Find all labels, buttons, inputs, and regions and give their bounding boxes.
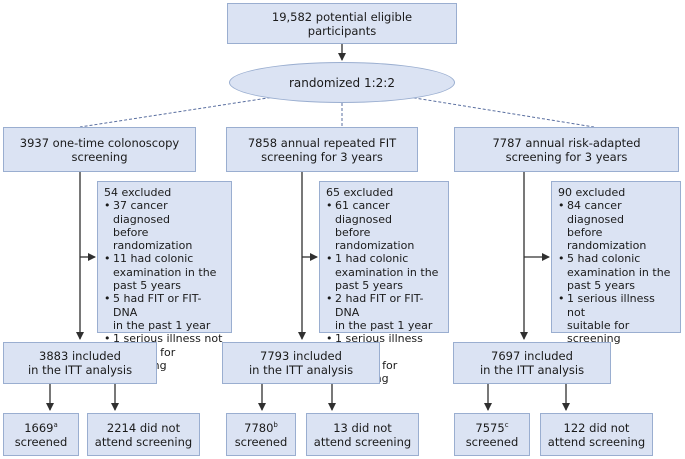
excluded-2-title: 65 excluded xyxy=(326,186,394,199)
dashed-line-arm-1 xyxy=(79,92,301,128)
arm-1-line-2: screening xyxy=(71,149,128,164)
included-1-line-1: 3883 included xyxy=(39,349,121,363)
arm-1-line-1: 3937 one-time colonoscopy xyxy=(19,135,180,150)
arm-2-line-1: 7858 annual repeated FIT xyxy=(247,135,397,150)
arm-2-line-2: screening for 3 years xyxy=(261,149,383,164)
arm-box-repeated-fit: 7858 annual repeated FIT screening for 3… xyxy=(226,127,418,172)
included-box-colonoscopy: 3883 included in the ITT analysis xyxy=(3,342,157,384)
not-attend-2-line-1: 13 did not xyxy=(333,420,392,435)
screened-3-number-line: 7575c xyxy=(475,420,509,435)
dashed-line-arm-3 xyxy=(383,92,595,128)
screened-1-label: screened xyxy=(14,434,68,449)
screened-2-number-line: 7780b xyxy=(244,420,278,435)
not-attend-box-repeated-fit: 13 did not attend screening xyxy=(306,413,419,456)
not-attend-1-line-1: 2214 did not xyxy=(106,420,181,435)
included-1-line-2: in the ITT analysis xyxy=(27,363,133,377)
included-2-line-1: 7793 included xyxy=(260,349,342,363)
arm-3-line-2: screening for 3 years xyxy=(505,149,628,164)
not-attend-3-line-2: attend screening xyxy=(547,434,646,449)
included-box-risk-adapted: 7697 included in the ITT analysis xyxy=(453,342,611,384)
not-attend-3-line-1: 122 did not xyxy=(563,420,630,435)
screened-box-repeated-fit: 7780b screened xyxy=(226,413,296,456)
randomized-ellipse: randomized 1:2:2 xyxy=(229,62,455,103)
screened-1-number-line: 1669a xyxy=(24,420,58,435)
arm-3-line-1: 7787 annual risk-adapted xyxy=(492,135,641,150)
arm-box-risk-adapted: 7787 annual risk-adapted screening for 3… xyxy=(454,127,679,172)
included-3-line-1: 7697 included xyxy=(491,349,573,363)
included-2-line-2: in the ITT analysis xyxy=(248,363,354,377)
included-box-repeated-fit: 7793 included in the ITT analysis xyxy=(222,342,380,384)
screened-box-risk-adapted: 7575c screened xyxy=(454,413,530,456)
eligible-participants-box: 19,582 potential eligible participants xyxy=(227,3,457,44)
randomized-label: randomized 1:2:2 xyxy=(289,75,395,90)
excluded-1-title: 54 excluded xyxy=(104,186,172,199)
not-attend-1-line-2: attend screening xyxy=(94,434,193,449)
not-attend-box-colonoscopy: 2214 did not attend screening xyxy=(87,413,200,456)
arm-box-colonoscopy: 3937 one-time colonoscopy screening xyxy=(3,127,196,172)
not-attend-2-line-2: attend screening xyxy=(313,434,412,449)
excluded-3-title: 90 excluded xyxy=(558,186,626,199)
screened-2-label: screened xyxy=(234,434,288,449)
eligible-line-1: 19,582 potential eligible xyxy=(271,9,413,24)
screened-3-label: screened xyxy=(465,434,519,449)
not-attend-box-risk-adapted: 122 did not attend screening xyxy=(540,413,653,456)
eligible-line-2: participants xyxy=(307,23,377,38)
included-3-line-2: in the ITT analysis xyxy=(479,363,585,377)
screened-box-colonoscopy: 1669a screened xyxy=(3,413,79,456)
